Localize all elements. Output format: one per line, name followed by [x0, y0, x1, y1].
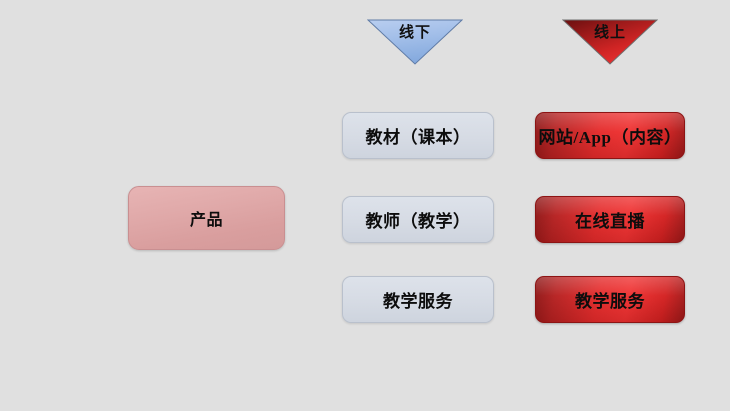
node-product[interactable]: 产品	[128, 186, 285, 250]
header-label-offline: 线下	[398, 25, 431, 41]
node-online-website-app-label: 网站/App（内容）	[538, 128, 682, 147]
node-offline-teacher-label: 教师（教学）	[365, 212, 471, 231]
node-online-live-stream[interactable]: 在线直播	[535, 196, 685, 243]
header-triangle-online: 线上	[562, 19, 658, 65]
node-online-website-app[interactable]: 网站/App（内容）	[535, 112, 685, 159]
node-online-teaching-service[interactable]: 教学服务	[535, 276, 685, 323]
node-offline-teaching-service-label: 教学服务	[383, 292, 453, 311]
node-online-live-stream-label: 在线直播	[575, 212, 645, 231]
header-label-online: 线上	[593, 25, 626, 41]
down-triangle-icon-offline	[367, 19, 463, 65]
node-offline-teacher[interactable]: 教师（教学）	[342, 196, 494, 243]
header-triangle-offline: 线下	[367, 19, 463, 65]
node-offline-textbook-label: 教材（课本）	[365, 128, 471, 147]
down-triangle-icon-online	[562, 19, 658, 65]
node-offline-textbook[interactable]: 教材（课本）	[342, 112, 494, 159]
node-offline-teaching-service[interactable]: 教学服务	[342, 276, 494, 323]
node-online-teaching-service-label: 教学服务	[575, 292, 645, 311]
node-product-label: 产品	[189, 212, 223, 229]
